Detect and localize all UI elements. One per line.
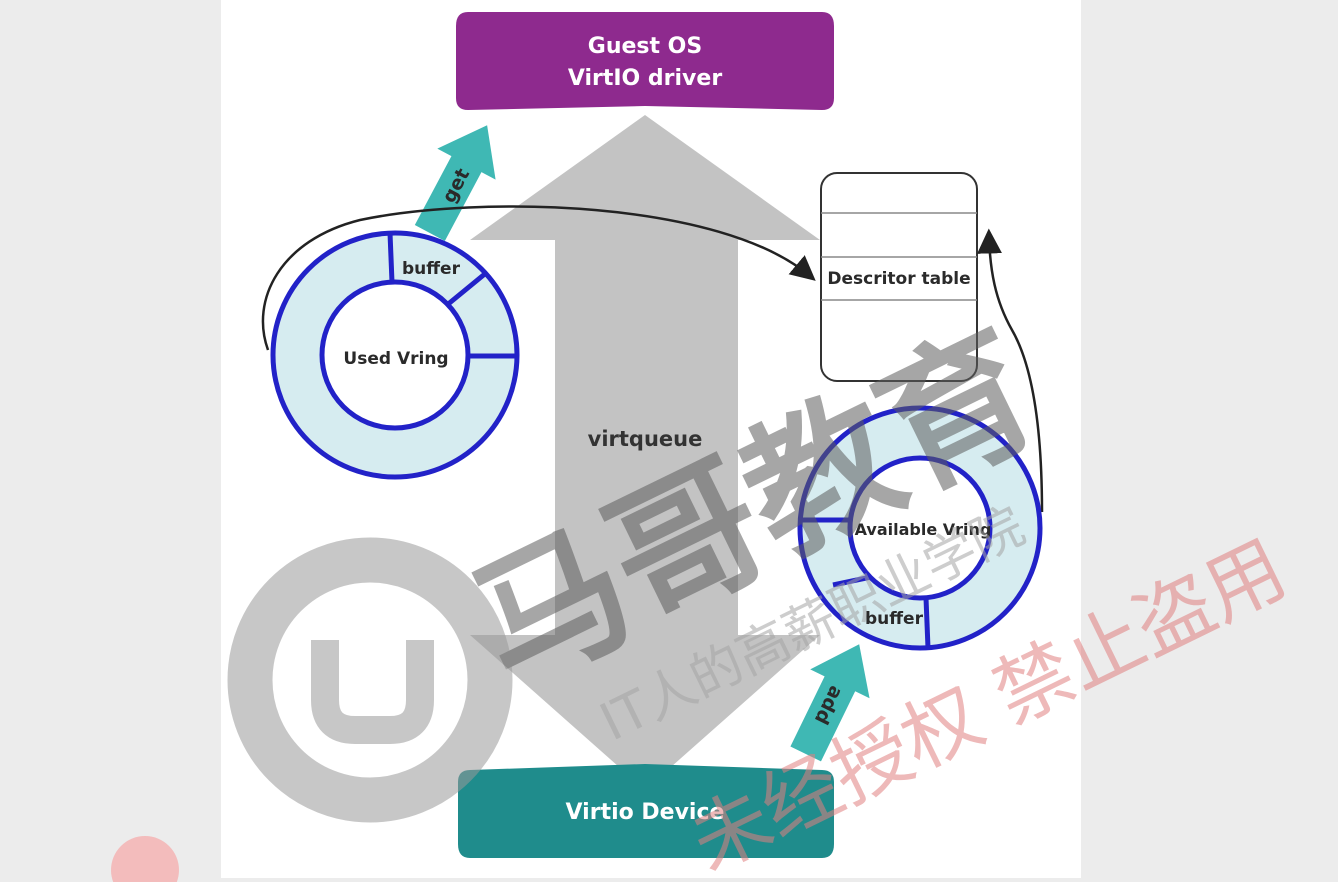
guest-os-driver: VirtIO driver [568,66,722,91]
virtqueue-label: virtqueue [588,427,703,451]
used-vring-label: Used Vring [343,349,448,369]
descriptor-table-label: Descritor table [827,269,970,289]
available-vring: Available Vring buffer [797,405,1043,651]
available-to-descriptor-pointer [977,228,1044,513]
used-vring-divider [387,232,395,283]
guest-os-title: Guest OS [588,34,702,59]
used-vring-divider [445,271,488,307]
used-to-descriptor-pointer [261,205,816,351]
available-vring-label: Available Vring [855,520,992,539]
watermark-red-dot [111,836,179,882]
watermark-logo-ring [227,537,513,823]
guest-os-box: Guest OS VirtIO driver [456,12,834,110]
watermark-logo-mark [311,640,434,744]
available-vring-buffer-label: buffer [865,609,924,629]
virtio-device-box: Virtio Device [458,764,834,858]
used-vring: buffer Used Vring [270,230,520,480]
descriptor-table: Descritor table [820,172,978,382]
available-vring-divider [923,597,931,649]
virtio-device-label: Virtio Device [566,800,725,825]
used-vring-buffer-label: buffer [402,259,461,279]
available-vring-divider [832,574,872,588]
virtqueue-double-arrow [470,115,820,790]
